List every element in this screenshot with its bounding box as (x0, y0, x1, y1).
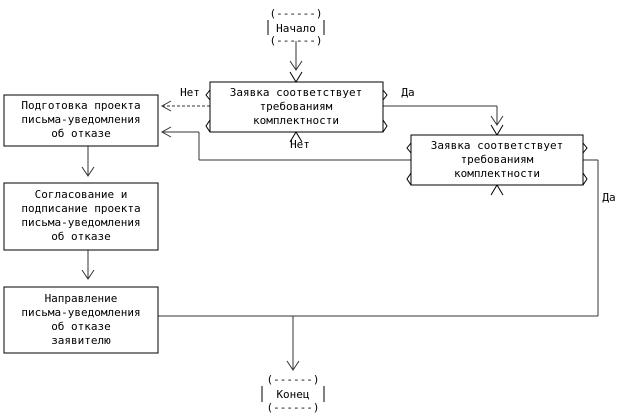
send-line-3: об отказе (51, 320, 111, 333)
decision-2-no-label: Нет (290, 138, 310, 151)
decision-2-line-3: комплектности (454, 167, 540, 180)
approve-line-2: подписание проекта (21, 202, 140, 215)
edge-decision-2-yes-to-end (293, 159, 599, 317)
end-deco-bottom: (------) (267, 401, 320, 414)
end-node: (------) Конец (------) (261, 373, 325, 414)
decision-1-line-3: комплектности (253, 114, 339, 127)
send-line-4: заявителю (51, 334, 111, 347)
approve-line-1: Согласование и (35, 188, 128, 201)
start-node: (------) Начало (------) (267, 7, 325, 47)
edge-decision-1-no-to-prepare (160, 100, 210, 112)
approve-line-4: об отказе (51, 230, 111, 243)
edge-decision-1-yes-to-decision-2 (383, 105, 504, 126)
send-node: Направление письма-уведомления об отказе… (3, 286, 159, 354)
decision-2-node: Заявка соответствует требованиям комплек… (406, 124, 588, 196)
decision-1-line-2: требованиям (260, 100, 333, 113)
send-line-1: Направление (45, 292, 118, 305)
start-deco-top: (------) (270, 7, 323, 20)
approve-line-3: письма-уведомления (21, 216, 140, 229)
edge-merge-to-end (286, 316, 300, 371)
edge-start-to-decision-1 (289, 41, 303, 71)
decision-1-yes-label: Да (401, 86, 414, 99)
decision-2-line-1: Заявка соответствует (431, 139, 563, 152)
prepare-node: Подготовка проекта письма-уведомления об… (3, 94, 159, 147)
prepare-line-3: об отказе (51, 127, 111, 140)
decision-2-yes-label: Да (602, 191, 615, 204)
decision-2-line-2: требованиям (461, 153, 534, 166)
decision-1-node: Заявка соответствует требованиям комплек… (205, 71, 388, 143)
decision-1-no-label: Нет (180, 86, 200, 99)
end-label: Конец (276, 388, 309, 401)
send-line-2: письма-уведомления (21, 306, 140, 319)
prepare-line-1: Подготовка проекта (21, 99, 140, 112)
approve-node: Согласование и подписание проекта письма… (3, 182, 159, 251)
start-deco-bottom: (------) (270, 34, 323, 47)
edge-prepare-to-approve (81, 146, 95, 177)
edge-approve-to-send (81, 250, 95, 280)
end-deco-top: (------) (267, 373, 320, 386)
edge-decision-2-no-to-prepare (160, 126, 411, 161)
start-label: Начало (276, 22, 316, 35)
decision-1-line-1: Заявка соответствует (230, 86, 362, 99)
prepare-line-2: письма-уведомления (21, 113, 140, 126)
